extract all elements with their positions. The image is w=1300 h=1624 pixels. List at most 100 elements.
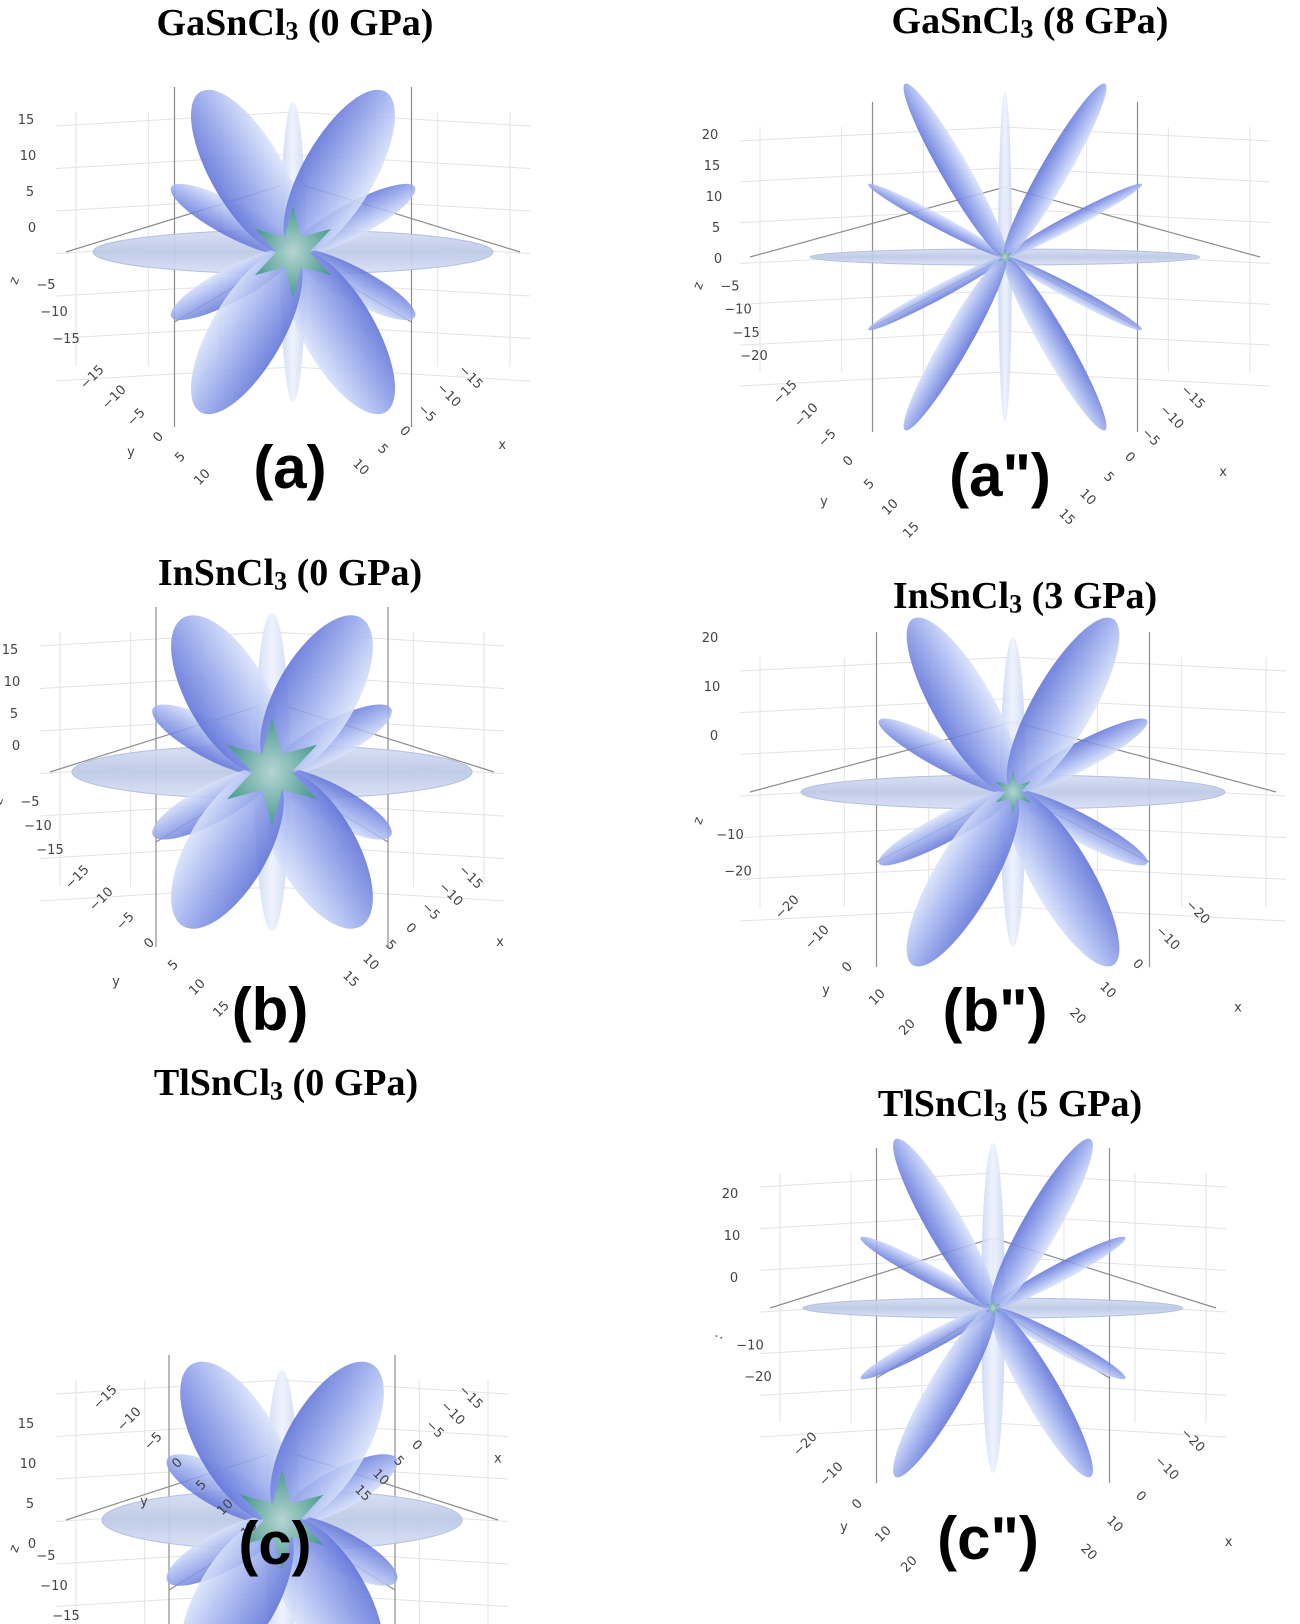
z-axis-name: z bbox=[0, 795, 7, 807]
y-axis-name: y bbox=[840, 1520, 848, 1535]
z-tick-label: 15 bbox=[18, 1417, 35, 1432]
panel-label: (a") bbox=[949, 442, 1051, 509]
elastic-surface bbox=[802, 1138, 1184, 1478]
z-tick-label: 5 bbox=[26, 1497, 34, 1512]
z-tick-label: 10 bbox=[20, 149, 37, 164]
z-axis-name: z bbox=[690, 280, 706, 292]
y-tick-label: 0 bbox=[141, 935, 157, 951]
side-lobe bbox=[1004, 256, 1142, 331]
side-lobe bbox=[860, 1236, 994, 1309]
x-tick-label: 10 bbox=[1103, 1513, 1125, 1535]
elastic-surface bbox=[101, 1361, 463, 1624]
x-tick-label: 10 bbox=[359, 951, 381, 973]
z-tick-label: 10 bbox=[4, 675, 21, 690]
y-tick-label: 5 bbox=[861, 476, 877, 492]
main-lobe bbox=[270, 1517, 384, 1624]
z-tick-label: 0 bbox=[28, 1537, 36, 1552]
y-tick-label: −5 bbox=[113, 909, 137, 933]
main-lobe bbox=[180, 1517, 294, 1624]
elastic-surface-plot: 151050−5−10−15z−15−10−5051015y−15−10−505… bbox=[6, 1355, 509, 1624]
z-tick-label: 20 bbox=[702, 631, 719, 646]
x-tick-label: −5 bbox=[1138, 425, 1162, 449]
x-tick-label: −15 bbox=[455, 363, 485, 393]
title-formula: InSnCl bbox=[157, 552, 275, 594]
y-tick-label: −15 bbox=[771, 378, 801, 408]
main-lobe bbox=[893, 1138, 996, 1309]
z-tick-label: −10 bbox=[24, 819, 51, 834]
x-tick-label: −5 bbox=[414, 401, 438, 425]
title-formula: GaSnCl bbox=[156, 2, 286, 44]
core-star bbox=[995, 771, 1031, 813]
panel-title: InSnCl3 (0 GPa) bbox=[0, 552, 580, 594]
z-tick-label: 0 bbox=[12, 739, 20, 754]
z-tick-label: −15 bbox=[52, 332, 79, 347]
x-tick-label: 5 bbox=[382, 937, 398, 953]
x-tick-label: −20 bbox=[1177, 1426, 1207, 1456]
z-tick-label: 10 bbox=[724, 1229, 741, 1244]
z-tick-label: 0 bbox=[28, 221, 36, 236]
y-tick-label: 0 bbox=[839, 959, 855, 975]
title-subscript: 3 bbox=[1009, 589, 1023, 619]
y-tick-label: −15 bbox=[91, 1383, 121, 1413]
x-tick-label: 0 bbox=[402, 920, 418, 936]
z-tick-label: 5 bbox=[26, 185, 34, 200]
y-axis-name: y bbox=[140, 1495, 148, 1510]
panel-label: (c) bbox=[238, 1510, 312, 1577]
z-tick-label: −10 bbox=[40, 305, 67, 320]
x-tick-label: 0 bbox=[396, 423, 412, 439]
z-axis-name: z bbox=[6, 1543, 22, 1555]
y-tick-label: 10 bbox=[866, 986, 888, 1008]
z-axis-name: z bbox=[690, 815, 706, 827]
x-tick-label: −10 bbox=[437, 1399, 467, 1429]
title-condition: (3 GPa) bbox=[1031, 575, 1158, 617]
y-tick-label: −15 bbox=[78, 363, 108, 393]
elastic-surface-plot: 151050−5−10−15z−15−10−50510y−15−10−50510… bbox=[6, 87, 531, 489]
z-tick-label: −5 bbox=[720, 279, 739, 294]
x-axis-name: x bbox=[1234, 1000, 1242, 1015]
title-condition: (5 GPa) bbox=[1016, 1083, 1143, 1125]
y-tick-label: −10 bbox=[100, 383, 130, 413]
title-subscript: 3 bbox=[270, 1076, 284, 1106]
z-tick-label: −5 bbox=[20, 795, 39, 810]
main-lobe bbox=[190, 250, 303, 415]
main-lobe bbox=[283, 89, 396, 254]
y-tick-label: 0 bbox=[840, 453, 856, 469]
y-axis-name: y bbox=[822, 983, 830, 998]
elastic-surface-plot: 20151050−5−10−15−20z−15−10−5051015y−15−1… bbox=[690, 83, 1271, 542]
elastic-surface bbox=[809, 83, 1201, 431]
y-tick-label: −5 bbox=[815, 426, 839, 450]
panel-label: (c") bbox=[937, 1505, 1039, 1572]
x-tick-label: 5 bbox=[1100, 469, 1116, 485]
z-tick-label: 15 bbox=[2, 643, 19, 658]
main-lobe bbox=[903, 83, 1007, 258]
y-tick-label: 10 bbox=[879, 496, 901, 518]
z-tick-label: 20 bbox=[702, 128, 719, 143]
y-tick-label: −10 bbox=[115, 1405, 145, 1435]
z-tick-label: −15 bbox=[732, 326, 759, 341]
x-tick-label: −5 bbox=[422, 1417, 446, 1441]
main-lobe bbox=[270, 1361, 384, 1523]
main-lobe bbox=[260, 769, 373, 929]
side-lobe bbox=[1004, 183, 1142, 258]
z-tick-label: 10 bbox=[706, 190, 723, 205]
y-tick-label: −10 bbox=[792, 401, 822, 431]
y-axis-name: y bbox=[820, 494, 828, 509]
main-lobe bbox=[990, 1307, 1093, 1478]
side-lobe bbox=[868, 183, 1006, 258]
main-lobe bbox=[171, 615, 284, 775]
panel-title: InSnCl3 (3 GPa) bbox=[640, 575, 1300, 617]
side-lobe bbox=[992, 1307, 1126, 1380]
x-tick-label: −15 bbox=[1177, 383, 1207, 413]
side-lobe bbox=[868, 256, 1006, 331]
z-tick-label: −10 bbox=[716, 828, 743, 843]
x-tick-label: −15 bbox=[455, 1383, 485, 1413]
main-lobe bbox=[1006, 617, 1120, 794]
elastic-surface bbox=[800, 617, 1226, 967]
z-tick-label: 0 bbox=[730, 1271, 738, 1286]
panel-label: (a) bbox=[253, 434, 327, 501]
z-tick-label: −10 bbox=[736, 1339, 763, 1354]
main-lobe bbox=[906, 617, 1020, 794]
title-formula: InSnCl bbox=[892, 575, 1010, 617]
